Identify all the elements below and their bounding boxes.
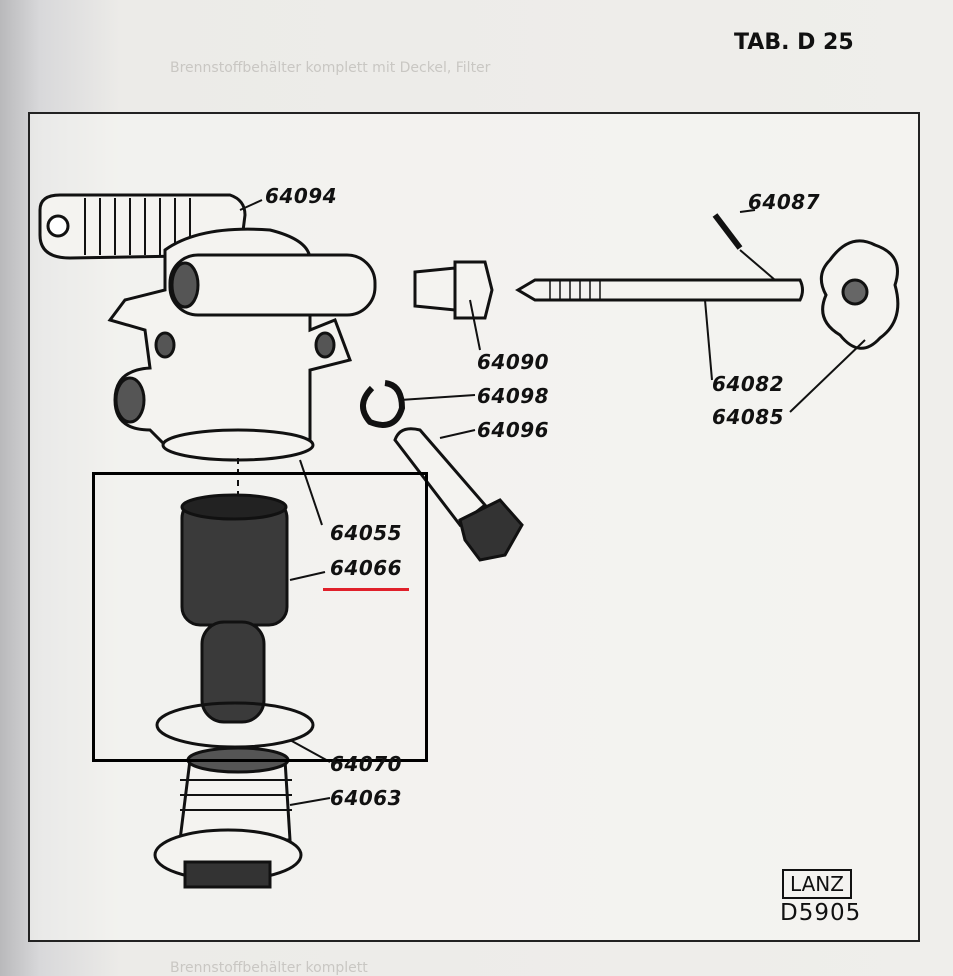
label-64087: 64087 (748, 190, 821, 214)
label-64055: 64055 (330, 521, 403, 545)
part-64098-circlip (360, 380, 406, 428)
label-64098: 64098 (477, 384, 550, 408)
bleed-through-text: Brennstoffbehälter komplett mit Deckel, … (170, 60, 491, 76)
label-64094: 64094 (265, 184, 338, 208)
label-64096: 64096 (477, 418, 550, 442)
part-64087-pin (712, 213, 743, 250)
label-64070: 64070 (330, 752, 403, 776)
part-64096-bolt (393, 427, 488, 528)
highlight-box (92, 472, 428, 762)
page-title: TAB. D 25 (734, 30, 854, 55)
drawing-code: D5905 (780, 900, 862, 926)
label-64082: 64082 (712, 372, 785, 396)
label-64066: 64066 (330, 556, 403, 580)
brand-logo: LANZ (782, 869, 852, 899)
leader-lines (237, 199, 866, 806)
highlight-underline (323, 588, 409, 591)
label-64063: 64063 (330, 786, 403, 810)
part-64090-nipple (413, 266, 457, 312)
label-64090: 64090 (477, 350, 550, 374)
valve-crossbore (168, 253, 377, 317)
part-64082-spindle (515, 278, 804, 302)
label-64085: 64085 (712, 405, 785, 429)
